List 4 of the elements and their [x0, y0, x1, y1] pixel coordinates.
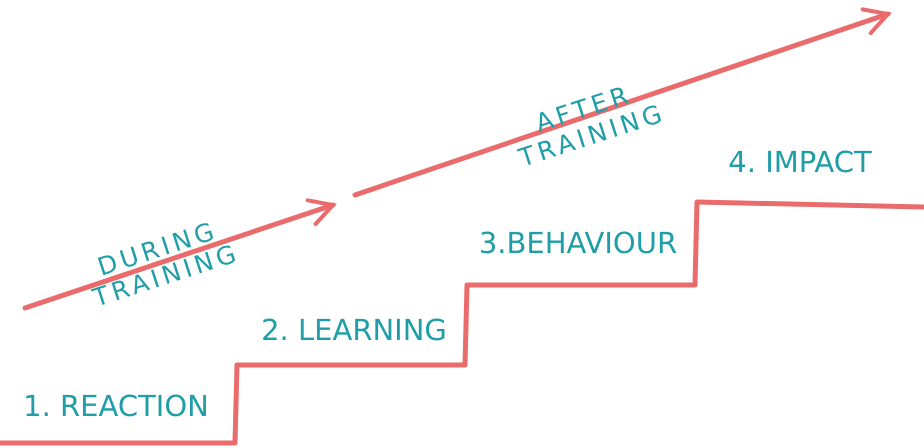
step-label: 1. REACTION: [23, 391, 209, 423]
step-label: 4. IMPACT: [728, 147, 872, 179]
step-label: 3.BEHAVIOUR: [478, 228, 678, 260]
step-label: 2. LEARNING: [261, 315, 447, 347]
